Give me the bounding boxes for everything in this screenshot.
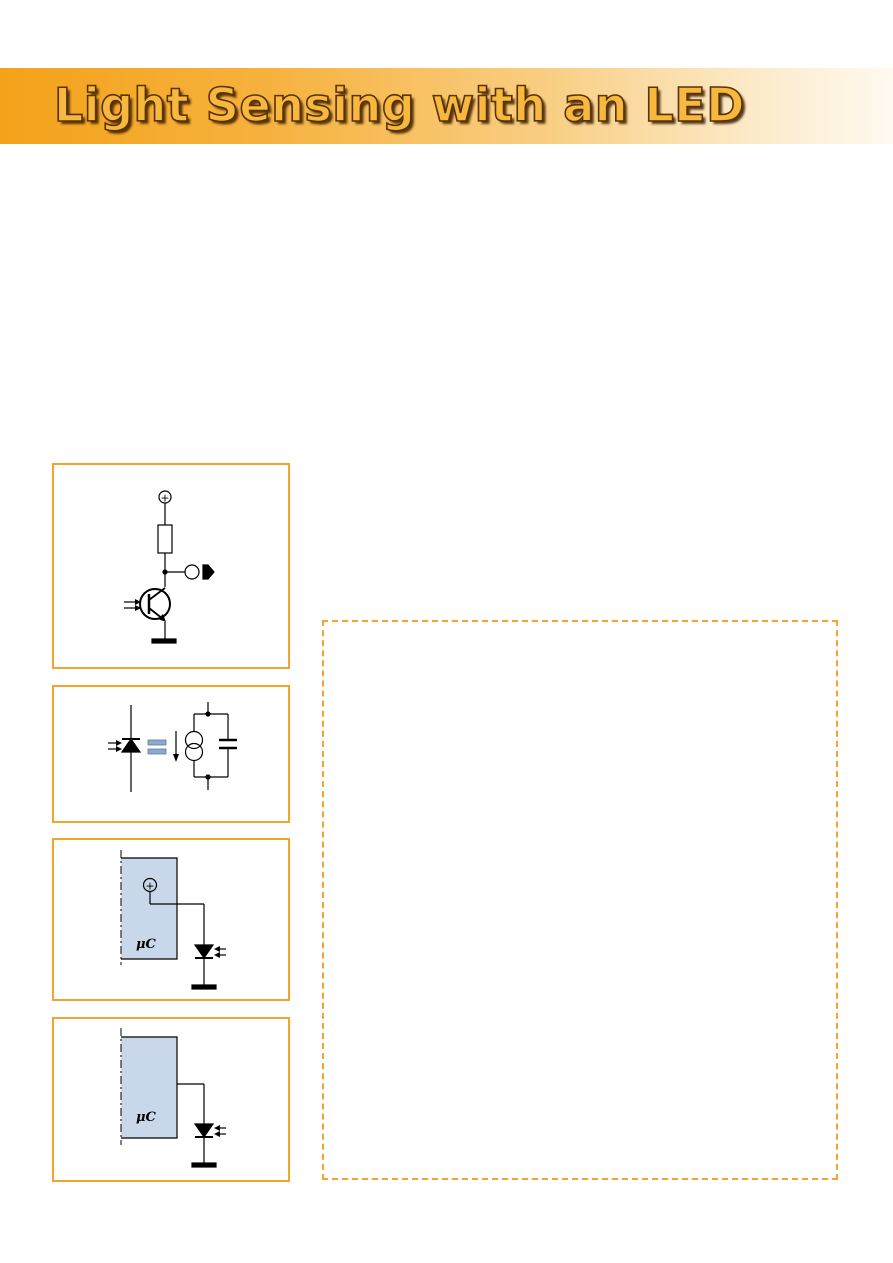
ground-symbol — [151, 638, 177, 644]
figure-microcontroller-led-reverse: μC — [52, 1017, 290, 1182]
light-arrows-icon — [108, 740, 122, 752]
figure-phototransistor-circuit: + — [52, 463, 290, 669]
ground-symbol — [191, 1162, 217, 1168]
current-direction-arrow — [173, 754, 179, 762]
phototransistor-body — [139, 588, 171, 620]
led-diode-icon — [193, 1123, 215, 1139]
phototransistor-schematic: + — [124, 490, 215, 644]
microcontroller-led-schematic-1: + μC — [120, 850, 226, 990]
figure-microcontroller-led-forward: + μC — [52, 838, 290, 1001]
led-diode-icon — [120, 737, 142, 753]
supply-plus-sign: + — [160, 492, 169, 505]
light-arrows-icon — [124, 599, 141, 611]
current-source-lower — [184, 742, 204, 762]
ground-symbol — [191, 984, 217, 990]
equivalence-bar-bottom — [147, 748, 167, 755]
led-equivalent-schematic — [108, 702, 237, 792]
light-arrows-icon — [214, 1125, 226, 1137]
output-arrow-icon — [202, 564, 215, 580]
equivalence-bar-top — [147, 739, 167, 746]
output-terminal — [184, 564, 200, 580]
microcontroller-chip — [121, 1037, 177, 1138]
resistor — [157, 524, 173, 554]
microcontroller-chip — [121, 858, 177, 959]
microcontroller-label: μC — [136, 1110, 157, 1125]
figure-led-equivalent-circuit — [52, 685, 290, 823]
supply-plus-sign: + — [145, 880, 154, 893]
light-arrows-icon — [214, 946, 226, 958]
page-title: Light Sensing with an LED — [53, 77, 745, 133]
title-band — [0, 68, 893, 144]
microcontroller-label: μC — [136, 937, 157, 952]
microcontroller-led-schematic-2: μC — [120, 1028, 226, 1168]
current-source-upper — [184, 730, 204, 750]
dashed-sidebar-box — [322, 620, 838, 1180]
led-diode-icon — [193, 944, 215, 960]
